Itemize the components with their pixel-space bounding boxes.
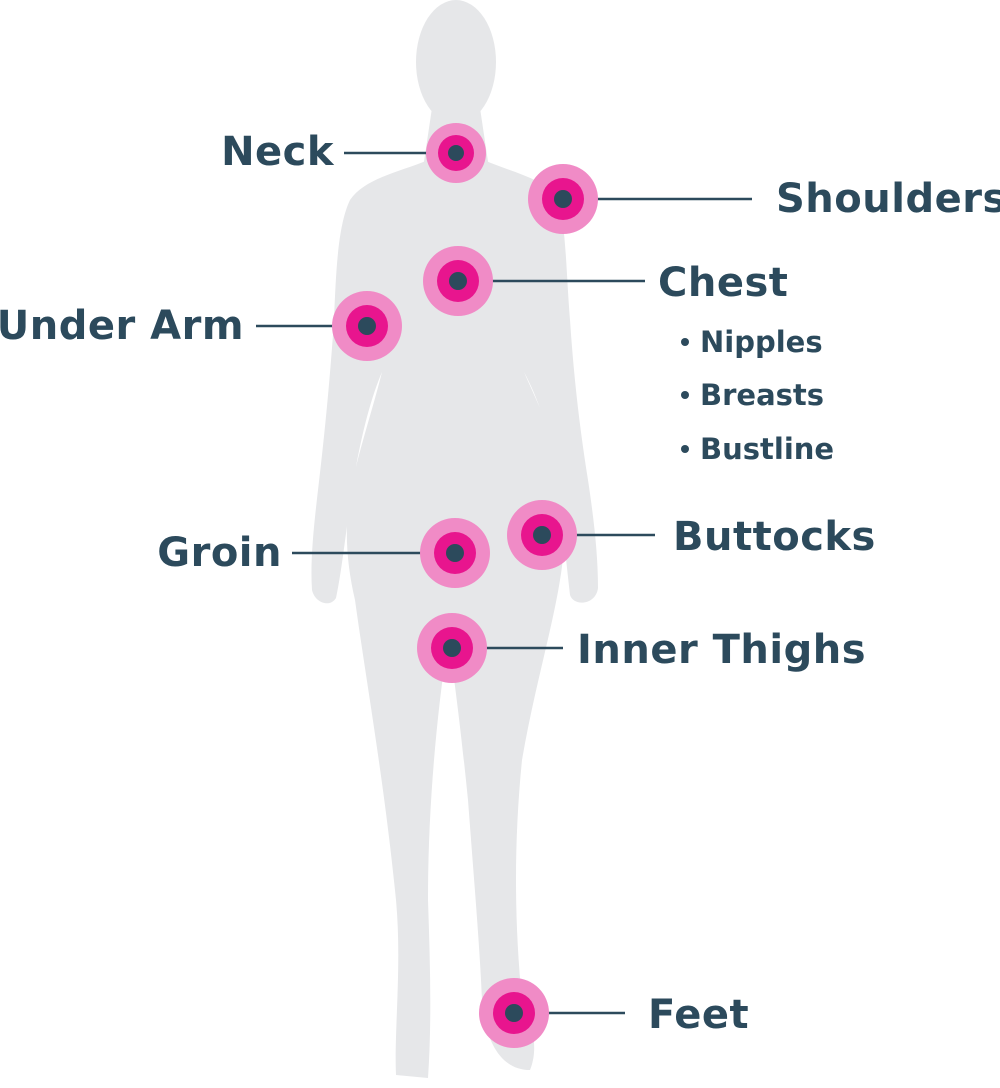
label-shoulders: Shoulders: [776, 176, 1000, 222]
marker-feet: [479, 978, 549, 1048]
label-buttocks: Buttocks: [673, 514, 876, 560]
label-neck: Neck: [221, 129, 335, 175]
chest-item-nipples: Nipples: [700, 325, 823, 359]
label-inner-thighs: Inner Thighs: [577, 627, 866, 673]
marker-shoulders: [528, 164, 598, 234]
label-feet: Feet: [648, 992, 749, 1038]
silhouette-head: [416, 0, 496, 124]
chest-item-breasts: Breasts: [700, 378, 824, 412]
marker-groin: [420, 518, 490, 588]
chest-sub-list: Nipples Breasts Bustline: [681, 325, 834, 466]
bullet-icon: [681, 391, 689, 399]
marker-inner-thighs: [417, 613, 487, 683]
bullet-icon: [681, 445, 689, 453]
marker-buttocks: [507, 500, 577, 570]
marker-under-arm: [332, 291, 402, 361]
label-chest: Chest: [658, 260, 788, 306]
label-groin: Groin: [157, 530, 282, 576]
label-under-arm: Under Arm: [0, 303, 244, 349]
marker-neck: [426, 123, 486, 183]
chest-item-bustline: Bustline: [700, 432, 834, 466]
bullet-icon: [681, 338, 689, 346]
marker-chest: [423, 246, 493, 316]
